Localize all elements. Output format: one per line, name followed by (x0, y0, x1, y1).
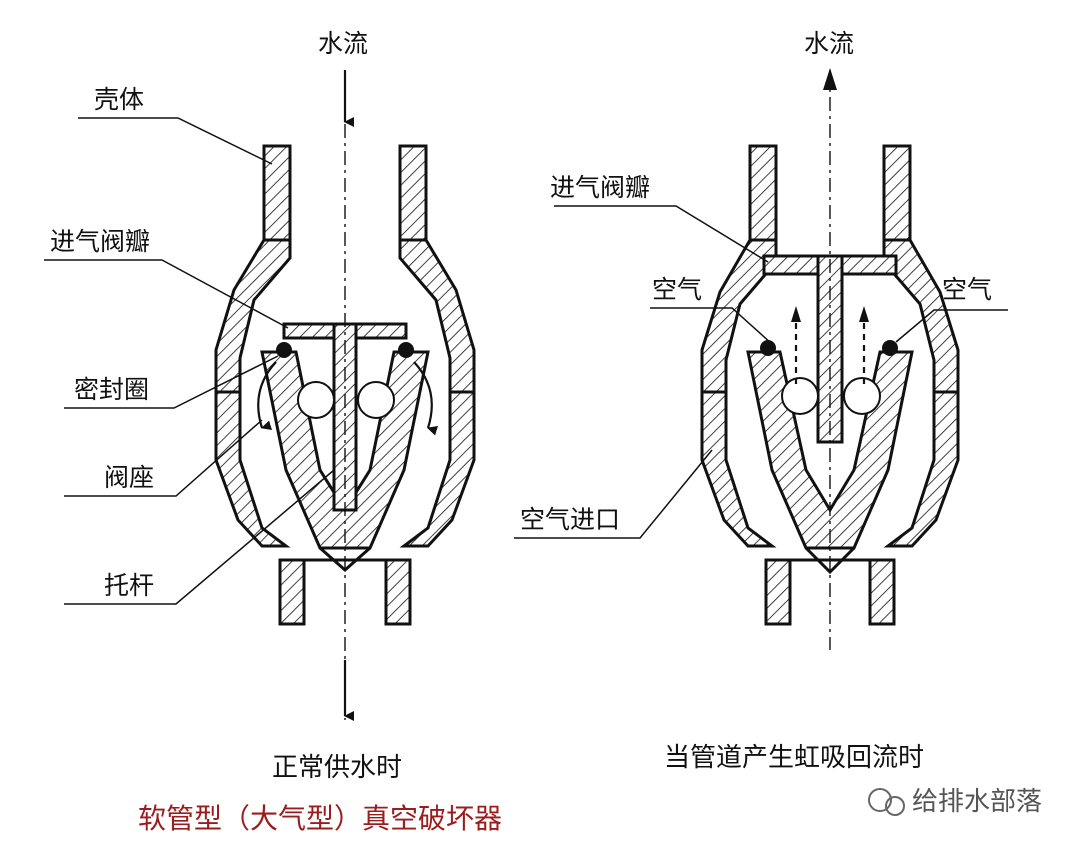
right-ball-1 (781, 377, 819, 415)
left-seal-ring-r (398, 342, 414, 358)
right-ball-2 (843, 377, 881, 415)
left-top-wall-right (398, 144, 428, 242)
leader-air-left (650, 307, 773, 345)
right-bottom-wall-right (868, 558, 896, 626)
label-water-flow-left: 水流 (318, 29, 368, 58)
left-flow-arrow-r (413, 361, 439, 436)
leader-seal (64, 355, 279, 409)
left-ball-2 (357, 381, 395, 419)
wechat-icon (868, 788, 892, 812)
label-air-right: 空气 (942, 275, 992, 304)
left-lower-wall-right (399, 390, 476, 548)
right-seal-ring-r (882, 340, 898, 356)
label-seat: 阀座 (104, 463, 154, 492)
caption-normal: 正常供水时 (272, 753, 402, 783)
label-air-inlet: 空气进口 (520, 505, 620, 534)
right-air-arrow-r-head (859, 306, 869, 322)
right-body-wall-right (882, 238, 960, 394)
label-water-flow-right: 水流 (804, 29, 854, 58)
leader-inlet-valve-left (44, 259, 289, 329)
leader-rod (64, 469, 335, 605)
label-inlet-valve-right: 进气阀瓣 (550, 173, 650, 202)
left-bottom-wall-right (384, 558, 412, 626)
leader-inlet-valve-right (554, 205, 769, 263)
leader-seat (64, 419, 263, 497)
watermark: 给排水部落 (868, 787, 1042, 817)
right-breaker-siphon: 进气阀瓣 空气 空气 空气进口 水流 (514, 29, 1008, 650)
right-lower-wall-left (700, 390, 777, 548)
left-ball-1 (297, 381, 335, 419)
right-top-wall-left (748, 144, 778, 242)
right-bottom-wall-left (764, 558, 792, 626)
right-seal-ring-l (760, 340, 776, 356)
right-air-arrow-l-head (791, 306, 801, 322)
wechat-icon-bubble (885, 796, 905, 816)
left-breaker-normal-flow: 壳体 进气阀瓣 密封圈 阀座 托杆 水流 (44, 29, 476, 721)
caption-siphon: 当管道产生虹吸回流时 (664, 743, 924, 773)
leader-air-inlet (514, 449, 713, 539)
left-bottom-wall-left (278, 558, 306, 626)
label-shell: 壳体 (94, 85, 144, 114)
figure-title: 软管型（大气型）真空破坏器 (138, 802, 502, 835)
label-rod: 托杆 (104, 571, 154, 600)
right-lower-wall-right (883, 390, 960, 548)
left-seal-ring-l (276, 342, 292, 358)
label-inlet-valve-left: 进气阀瓣 (50, 227, 150, 256)
left-top-wall-left (262, 144, 292, 242)
leader-air-right (895, 309, 1008, 343)
right-cone-tip (804, 546, 856, 575)
label-air-left: 空气 (652, 275, 702, 304)
left-lower-wall-left (214, 390, 291, 548)
watermark-text: 给排水部落 (912, 787, 1042, 817)
label-seal: 密封圈 (74, 375, 149, 404)
right-top-wall-right (882, 144, 912, 242)
left-body-wall-right (398, 238, 476, 394)
right-body-wall-left (700, 238, 778, 394)
leader-shell (78, 117, 273, 165)
right-upflow-arrow (823, 68, 837, 90)
